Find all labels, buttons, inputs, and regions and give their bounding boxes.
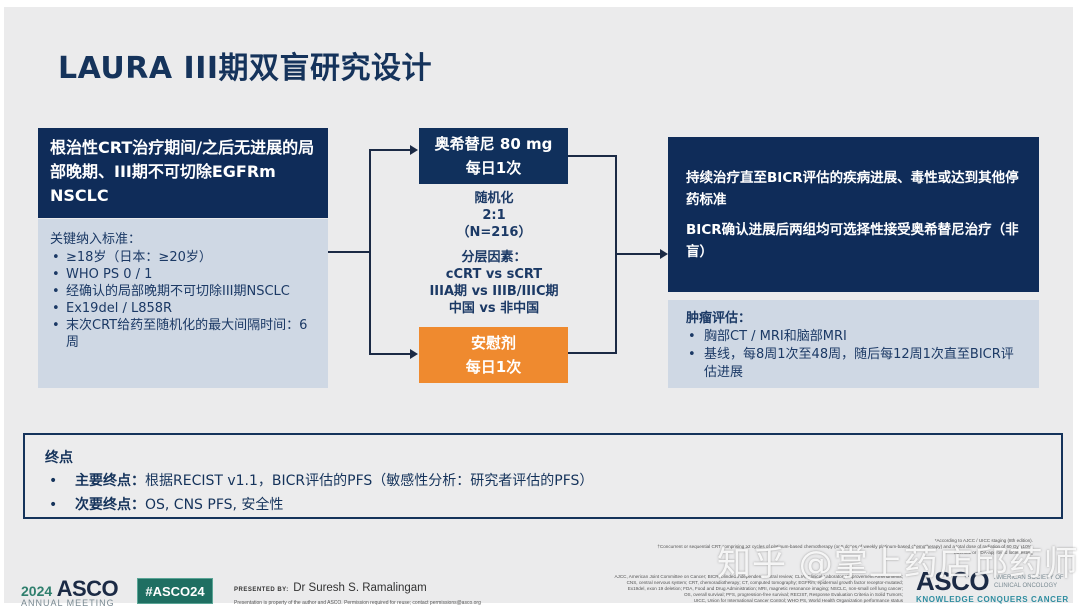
connector-line (328, 251, 370, 253)
presenter-name: Dr Suresh S. Ramalingam (293, 582, 427, 594)
treatment-continuation-box: 持续治疗直至BICR评估的疾病进展、毒性或达到其他停药标准 BICR确认进展后两… (668, 137, 1039, 292)
asco-society-name: AMERICAN SOCIETY OF CLINICAL ONCOLOGY (994, 575, 1064, 589)
connector-line (615, 253, 661, 255)
criteria-label: 关键纳入标准： (50, 232, 142, 247)
primary-endpoint: 主要终点：根据RECIST v1.1，BICR评估的PFS（敏感性分析：研究者评… (45, 469, 1041, 493)
meeting-subtitle: ANNUAL MEETING (21, 598, 115, 608)
meeting-brand: ASCO (56, 576, 119, 601)
endpoint-value: OS, CNS PFS, 安全性 (145, 497, 284, 513)
stratification-label: 分层因素： (461, 250, 527, 265)
osimertinib-frequency: 每日1次 (465, 159, 522, 177)
asco-logo: ASCO AMERICAN SOCIETY OF CLINICAL ONCOLO… (916, 566, 1069, 604)
tumor-assessment-box: 肿瘤评估： 胸部CT / MRI和脑部MRI 基线，每8周1次至48周，随后每1… (668, 300, 1039, 388)
criteria-item: 经确认的局部晚期不可切除III期NSCLC (50, 283, 316, 300)
connector-line (568, 352, 616, 354)
meeting-year: 2024 (21, 583, 53, 599)
asco-wordmark: ASCO (916, 566, 990, 596)
abbreviations: AJCC, American Joint Committee on Cancer… (523, 574, 903, 604)
inclusion-criteria-box: 关键纳入标准： ≥18岁（日本：≥20岁） WHO PS 0 / 1 经确认的局… (38, 219, 328, 388)
randomization-info: 随机化 2:1 （N=216） 分层因素： cCRT vs sCRT IIIA期… (409, 190, 579, 317)
placebo-frequency: 每日1次 (465, 358, 522, 376)
randomization-label: 随机化 (474, 191, 514, 206)
endpoints-label: 终点 (45, 450, 73, 466)
criteria-list: ≥18岁（日本：≥20岁） WHO PS 0 / 1 经确认的局部晚期不可切除I… (50, 249, 316, 351)
placebo-label: 安慰剂 (470, 334, 516, 352)
watermark: 知乎 @掌上药店邱药师 (717, 544, 1079, 584)
criteria-item: WHO PS 0 / 1 (50, 266, 316, 283)
connector-line (568, 155, 616, 157)
strat-factor: IIIA期 vs IIIB/IIIC期 (429, 284, 559, 299)
presented-by-label: PRESENTED BY: (234, 587, 289, 593)
property-note: Presentation is property of the author a… (234, 600, 481, 606)
abbreviation-line: UICC, Union for International Cancer Con… (693, 598, 903, 603)
presenter-info: PRESENTED BY: Dr Suresh S. Ramalingam Pr… (234, 578, 481, 606)
footnotes: *According to AJCC / UICC staging (8th e… (473, 538, 1033, 556)
randomization-ratio: 2:1 (482, 208, 506, 223)
endpoint-value: 根据RECIST v1.1，BICR评估的PFS（敏感性分析：研究者评估的PFS… (145, 473, 594, 489)
abbreviation-line: CNS, central nervous system; CRT, chemor… (626, 580, 903, 585)
continuation-text: 持续治疗直至BICR评估的疾病进展、毒性或达到其他停药标准 (686, 170, 1019, 208)
osimertinib-dose: 奥希替尼 80 mg (434, 135, 553, 153)
placebo-arm: 安慰剂 每日1次 (419, 327, 568, 383)
asco-tagline: KNOWLEDGE CONQUERS CANCER (916, 595, 1069, 604)
secondary-endpoint: 次要终点：OS, CNS PFS, 安全性 (45, 493, 1041, 517)
sample-size: （N=216） (456, 225, 532, 240)
tumor-assessment-label: 肿瘤评估： (686, 311, 752, 326)
criteria-item: Ex19del / L858R (50, 300, 316, 317)
arrow-icon (410, 349, 418, 359)
arrow-icon (410, 145, 418, 155)
arrow-icon (660, 249, 668, 259)
endpoint-key: 次要终点： (75, 497, 145, 513)
footnote: *According to AJCC / UICC staging (8th e… (934, 538, 1033, 543)
slide: LAURA III期双盲研究设计 根治性CRT治疗期间/之后无进展的局部晚期、I… (4, 7, 1073, 608)
criteria-item: ≥18岁（日本：≥20岁） (50, 249, 316, 266)
asco-annual-meeting-logo: 2024 ASCO ANNUAL MEETING (21, 576, 119, 608)
crossover-text: BICR确认进展后两组均可选择性接受奥希替尼治疗（非盲） (686, 222, 1019, 260)
tumor-assessment-item: 胸部CT / MRI和脑部MRI (686, 328, 1021, 346)
endpoints-list: 主要终点：根据RECIST v1.1，BICR评估的PFS（敏感性分析：研究者评… (45, 469, 1041, 517)
endpoints-box: 终点 主要终点：根据RECIST v1.1，BICR评估的PFS（敏感性分析：研… (23, 433, 1063, 519)
abbreviation-line: OS, overall survival; PFS, progression-f… (683, 592, 903, 597)
connector-line (369, 149, 371, 355)
population-heading: 根治性CRT治疗期间/之后无进展的局部晚期、III期不可切除EGFRm NSCL… (38, 128, 328, 218)
connector-line (369, 353, 411, 355)
strat-factor: cCRT vs sCRT (445, 267, 543, 282)
hashtag-badge: #ASCO24 (137, 578, 213, 604)
strat-factor: 中国 vs 非中国 (448, 301, 540, 316)
abbreviation-line: Ex19del, exon 19 deletion; FDA, Food and… (627, 586, 903, 591)
endpoint-key: 主要终点： (75, 473, 145, 489)
osimertinib-arm: 奥希替尼 80 mg 每日1次 (419, 128, 568, 184)
tumor-assessment-item: 基线，每8周1次至48周，随后每12周1次直至BICR评估进展 (686, 346, 1021, 382)
abbreviation-line: AJCC, American Joint Committee on Cancer… (614, 574, 903, 579)
footnote: ‡Central or FDA-approved local testing (953, 550, 1033, 555)
connector-line (369, 149, 411, 151)
footnote: †Concurrent or sequential CRT comprising… (657, 544, 1033, 549)
tumor-assessment-list: 胸部CT / MRI和脑部MRI 基线，每8周1次至48周，随后每12周1次直至… (686, 328, 1021, 382)
slide-title: LAURA III期双盲研究设计 (58, 51, 433, 86)
criteria-item: 末次CRT给药至随机化的最大间隔时间：6周 (50, 317, 316, 351)
